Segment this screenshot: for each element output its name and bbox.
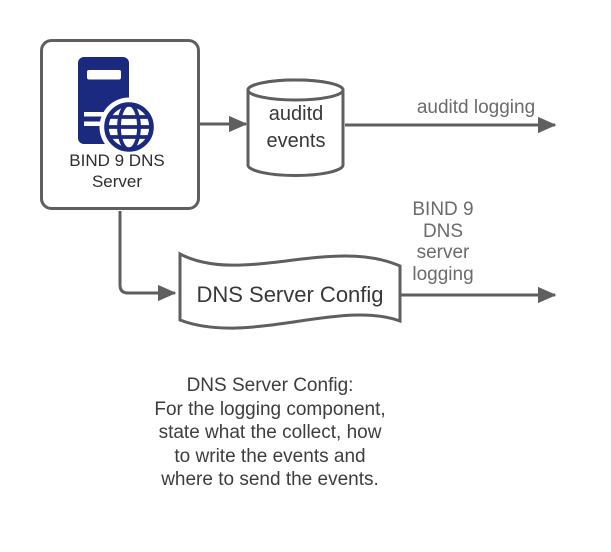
auditd-db-shape [246, 78, 345, 177]
dns-config-shape [178, 251, 402, 330]
dns-server-globe-icon [78, 57, 159, 157]
edge-server-to-config [118, 211, 177, 302]
